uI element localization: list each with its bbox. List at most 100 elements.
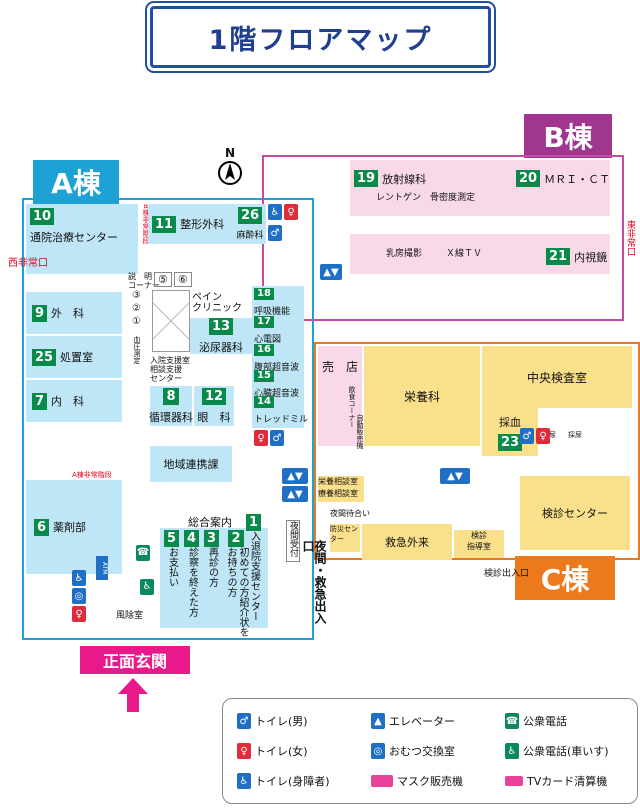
vending-label: 自動販売機 xyxy=(356,414,364,449)
legend-item: ♂トイレ(男) xyxy=(237,713,308,729)
er[interactable]: 救急外来 xyxy=(362,524,452,560)
storage-x-area xyxy=(152,290,190,352)
room-name: 通院治療センター xyxy=(30,231,118,244)
counter-name: お支払い xyxy=(166,547,178,587)
room-19[interactable]: 19 放射線科 xyxy=(354,170,426,187)
elevators-b: ▲▼ xyxy=(320,264,342,280)
c-building-label: C棟 xyxy=(515,556,615,600)
room-23[interactable]: 採血 23 xyxy=(482,408,538,456)
nutrition-dept[interactable]: 栄養科 xyxy=(364,346,480,446)
legend-item: ◎おむつ交換室 xyxy=(371,743,455,759)
accessible-toilet-icon: ♿ xyxy=(268,204,282,220)
room-number: 10 xyxy=(30,208,55,225)
elevator-icon: ▲▼ xyxy=(282,486,308,502)
room-name: トレッドミル xyxy=(254,415,309,425)
legend-item: マスク販売機 xyxy=(371,773,463,789)
room-number: 13 xyxy=(208,317,234,335)
room-20[interactable]: 20 ＭＲＩ・ＣＴ xyxy=(516,170,610,187)
legend-item: ☎公衆電話 xyxy=(505,713,567,729)
legend-label: TVカード清算機 xyxy=(527,775,608,788)
atm[interactable]: ATM xyxy=(96,556,108,580)
central-lab[interactable]: 中央検査室 xyxy=(482,346,632,408)
checkup-center[interactable]: 検診センター xyxy=(520,476,630,550)
room-number: 23 xyxy=(497,433,523,451)
public-phone-icon: ☎ xyxy=(136,540,150,561)
checkup-entrance-label: 検診出入口 xyxy=(484,569,530,579)
room-25[interactable]: 25 処置室 xyxy=(26,336,122,378)
room-10[interactable]: 10 通院治療センター xyxy=(26,204,138,274)
north-compass-icon: N xyxy=(215,146,245,186)
room-26[interactable]: 26 麻酔科 xyxy=(234,204,266,244)
elevators-c: ▲▼ xyxy=(440,468,470,484)
pain-clinic-label: ペイン クリニック xyxy=(192,292,242,314)
room-name: 腹部超音波 xyxy=(254,363,300,373)
disaster-center[interactable]: 防災センター xyxy=(330,524,360,552)
consult-rooms[interactable]: 栄養相談室 療養相談室 xyxy=(318,476,364,502)
room-12[interactable]: 12 眼 科 xyxy=(194,386,234,426)
room-number: 18 xyxy=(254,288,274,300)
counter-4[interactable]: 4 診察を終えた方 xyxy=(184,530,200,617)
regional-liaison[interactable]: 地域連携課 xyxy=(150,446,232,482)
counter-number: 3 xyxy=(204,530,220,547)
night-entrance-label: 夜間・救急出入口 xyxy=(301,540,327,624)
counter-1[interactable]: 1 入退院支援センター xyxy=(246,514,262,631)
room-21[interactable]: 21 内視鏡 xyxy=(546,248,607,265)
area-name: 検診センター xyxy=(542,507,608,520)
night-reception-label: 夜間受付 xyxy=(286,520,300,562)
room-name: 内 科 xyxy=(51,395,85,408)
room-name: 眼 科 xyxy=(197,410,231,424)
legend-label: 公衆電話(車いす) xyxy=(523,745,609,758)
female-toilet-icon: ♀ xyxy=(237,743,251,759)
room-8[interactable]: 8 循環器科 xyxy=(149,386,193,426)
waiting-label: 夜間待合い xyxy=(330,509,370,518)
room-name: 呼吸機能 xyxy=(254,307,291,317)
counter-name: 初めての方紹介状をお持ちの方 xyxy=(225,547,248,637)
room-number: 8 xyxy=(163,387,179,405)
shop-label: 売 店 xyxy=(321,360,358,374)
entrance-arrow-icon xyxy=(118,678,148,716)
b-emergency-stairs-label: B棟非常階段 xyxy=(142,204,150,244)
area-name: 救急外来 xyxy=(385,536,429,549)
room-15[interactable]: 15 心臓超音波 xyxy=(254,370,299,399)
room-13[interactable]: 13 泌尿器科 xyxy=(190,317,252,354)
small-room: ⑤ xyxy=(154,272,172,287)
restroom-area-center: ♀ ♂ xyxy=(254,430,284,446)
shop[interactable]: 売 店 xyxy=(318,346,362,446)
room-14[interactable]: 14 トレッドミル xyxy=(254,396,308,425)
female-toilet-icon: ♀ xyxy=(254,430,268,446)
room-name: 内視鏡 xyxy=(574,250,608,264)
counter-number: 4 xyxy=(184,530,200,547)
room-17[interactable]: 17 心電図 xyxy=(254,316,281,345)
urine-label: 採尿 xyxy=(568,431,582,439)
drink-corner-label: 飲食コーナー xyxy=(348,386,356,428)
room-number: 19 xyxy=(354,170,379,187)
room-9[interactable]: 9 外 科 xyxy=(26,292,122,334)
room-7[interactable]: 7 内 科 xyxy=(26,380,122,422)
room-18[interactable]: 18 呼吸機能 xyxy=(254,288,290,317)
a-emergency-stairs-label: A棟非常階段 xyxy=(72,471,112,479)
elevator-icon: ▲▼ xyxy=(440,468,470,484)
male-toilet-icon: ♂ xyxy=(520,428,534,444)
room-name: 循環器科 xyxy=(149,410,193,424)
counter-name: 診察を終えた方 xyxy=(186,547,198,617)
page-title: 1階フロアマップ xyxy=(150,6,491,68)
room-name: 薬剤部 xyxy=(53,521,87,534)
elevators-a: ▲▼ ▲▼ xyxy=(282,468,308,502)
xray-label: レントゲン 骨密度測定 xyxy=(376,193,476,203)
explain-corner-label: 説 明 コーナー xyxy=(128,272,160,290)
legend-item: ▲エレベーター xyxy=(371,713,455,729)
counter-number: 2 xyxy=(228,530,244,547)
legend-label: エレベーター xyxy=(389,715,455,728)
checkup-guidance[interactable]: 検診 指導室 xyxy=(454,530,504,558)
wheelchair-phone-icon: ♿ xyxy=(140,574,154,595)
room-name: 泌尿器科 xyxy=(199,340,243,354)
counter-5[interactable]: 5 お支払い xyxy=(164,530,180,587)
room-number: 7 xyxy=(32,392,48,410)
room-number: 6 xyxy=(34,518,50,536)
room-number: 26 xyxy=(237,207,263,224)
counter-3[interactable]: 3 再診の方 xyxy=(204,530,220,587)
counter-2[interactable]: 2 初めての方紹介状をお持ちの方 xyxy=(224,530,248,637)
counter-name: 再診の方 xyxy=(206,547,218,587)
room-16[interactable]: 16 腹部超音波 xyxy=(254,344,299,373)
room-number: 25 xyxy=(32,348,57,366)
